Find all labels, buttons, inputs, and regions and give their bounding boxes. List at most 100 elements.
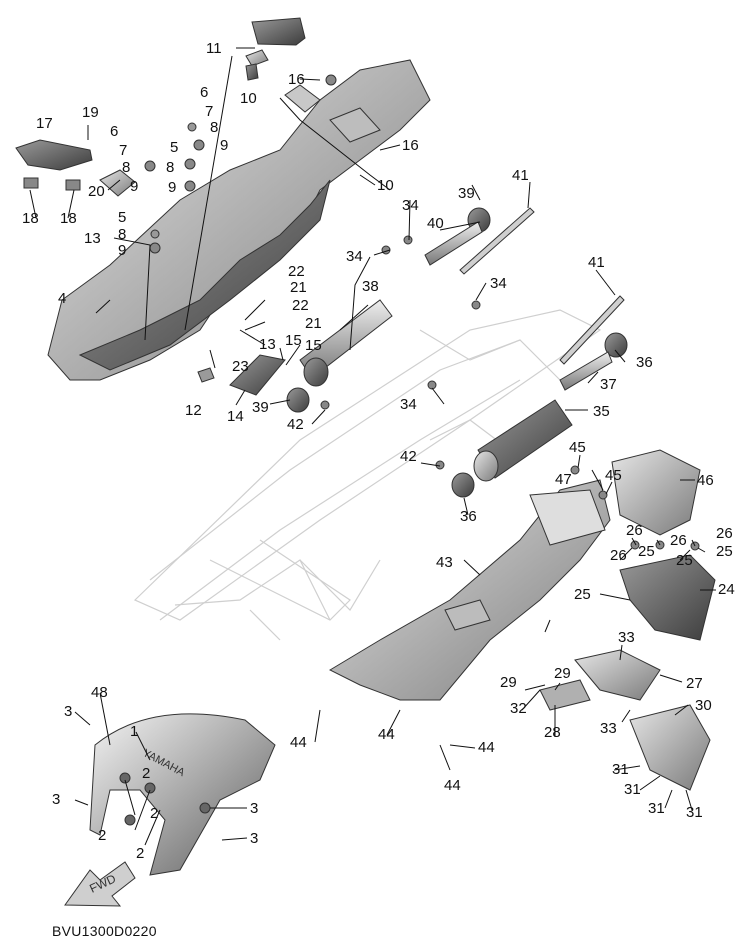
callout-3c: 3: [250, 800, 258, 817]
callout-26a: 26: [626, 522, 643, 539]
callout-2a: 2: [142, 765, 150, 782]
callout-1: 1: [130, 723, 138, 740]
callout-25a: 25: [638, 543, 655, 560]
part-38-pivot-sleeve: [299, 299, 393, 387]
callout-20: 20: [88, 183, 105, 200]
callout-15b: 15: [305, 337, 322, 354]
callout-16a: 16: [288, 71, 305, 88]
callout-7a: 7: [205, 103, 213, 120]
callout-19: 19: [82, 104, 99, 121]
callout-23: 23: [232, 358, 249, 375]
callout-14: 14: [227, 408, 244, 425]
callout-9d: 9: [118, 242, 126, 259]
part-27-bracket: [574, 649, 661, 701]
callout-8b: 8: [122, 159, 130, 176]
callout-22a: 22: [288, 263, 305, 280]
part-20-bracket: [99, 169, 136, 197]
part-41-bolt-upper: [459, 207, 535, 275]
part-1-front-fender: YAMAHA: [89, 713, 276, 876]
callout-13a: 13: [84, 230, 101, 247]
callout-12: 12: [185, 402, 202, 419]
callout-32: 32: [510, 700, 527, 717]
callout-34c: 34: [490, 275, 507, 292]
callout-36a: 36: [460, 508, 477, 525]
callout-38: 38: [362, 278, 379, 295]
callout-3b: 3: [52, 791, 60, 808]
callout-47: 47: [555, 471, 572, 488]
part-12-plate: [197, 367, 215, 383]
callout-31d: 31: [686, 804, 703, 821]
callout-26c: 26: [670, 532, 687, 549]
callout-31b: 31: [624, 781, 641, 798]
callout-40: 40: [427, 215, 444, 232]
callout-36b: 36: [636, 354, 653, 371]
callout-41a: 41: [512, 167, 529, 184]
callout-17: 17: [36, 115, 53, 132]
callout-2d: 2: [136, 845, 144, 862]
callout-33b: 33: [600, 720, 617, 737]
part-43-lower-tray: [328, 479, 611, 701]
callout-9b: 9: [130, 178, 138, 195]
part-41-bolt-lower: [559, 295, 625, 365]
callout-8a: 8: [210, 119, 218, 136]
callout-31a: 31: [612, 761, 629, 778]
callout-39a: 39: [458, 185, 475, 202]
callout-16b: 16: [402, 137, 419, 154]
callout-7b: 7: [119, 142, 127, 159]
part-39-bushing-lower: [286, 387, 310, 413]
callout-29a: 29: [500, 674, 517, 691]
callout-24: 24: [718, 581, 735, 598]
callout-21a: 21: [290, 279, 307, 296]
frame-ghost: [133, 309, 602, 641]
callout-6a: 6: [200, 84, 208, 101]
callout-8d: 8: [118, 226, 126, 243]
callout-46: 46: [697, 472, 714, 489]
part-17-bracket: [15, 139, 93, 191]
fasteners: [119, 74, 700, 826]
callout-34b: 34: [346, 248, 363, 265]
callout-11: 11: [206, 40, 222, 57]
fwd-arrow: FWD: [64, 861, 136, 907]
callout-27: 27: [686, 675, 703, 692]
callout-25b: 25: [676, 552, 693, 569]
callout-42b: 42: [400, 448, 417, 465]
part-14-cover: [229, 354, 286, 396]
callout-44a: 44: [290, 734, 307, 751]
callout-4: 4: [58, 290, 66, 307]
callout-45b: 45: [605, 467, 622, 484]
callout-37: 37: [600, 376, 617, 393]
callout-10a: 10: [240, 90, 257, 107]
callout-44d: 44: [478, 739, 495, 756]
callout-5b: 5: [118, 209, 126, 226]
callout-30: 30: [695, 697, 712, 714]
part-11-rear-bracket: [245, 17, 306, 81]
callout-3d: 3: [250, 830, 258, 847]
callout-26d: 26: [716, 525, 733, 542]
part-37-shaft: [559, 351, 613, 391]
callout-44b: 44: [378, 726, 395, 743]
callout-34d: 34: [400, 396, 417, 413]
callout-43: 43: [436, 554, 453, 571]
part-36-bushing-upper: [604, 332, 628, 358]
callout-44c: 44: [444, 777, 461, 794]
callout-15a: 15: [285, 332, 302, 349]
callout-42a: 42: [287, 416, 304, 433]
part-24-mudguard: [619, 554, 716, 641]
callout-labels: 1 2 2 2 2 3 3 3 3 4 5 5 6 6 7 7 8 8 8 8 …: [22, 40, 735, 862]
callout-33a: 33: [618, 629, 635, 646]
part-36-bushing-lower: [451, 472, 475, 498]
part-30-license-bracket: [629, 704, 711, 791]
callout-31c: 31: [648, 800, 665, 817]
callout-18b: 18: [60, 210, 77, 227]
callout-6b: 6: [110, 123, 118, 140]
callout-48: 48: [91, 684, 108, 701]
callout-25c: 25: [716, 543, 733, 560]
callout-13b: 13: [259, 336, 276, 353]
callout-22b: 22: [292, 297, 309, 314]
callout-41b: 41: [588, 254, 605, 271]
callout-5a: 5: [170, 139, 178, 156]
callout-18a: 18: [22, 210, 39, 227]
callout-3a: 3: [64, 703, 72, 720]
callout-10b: 10: [377, 177, 394, 194]
